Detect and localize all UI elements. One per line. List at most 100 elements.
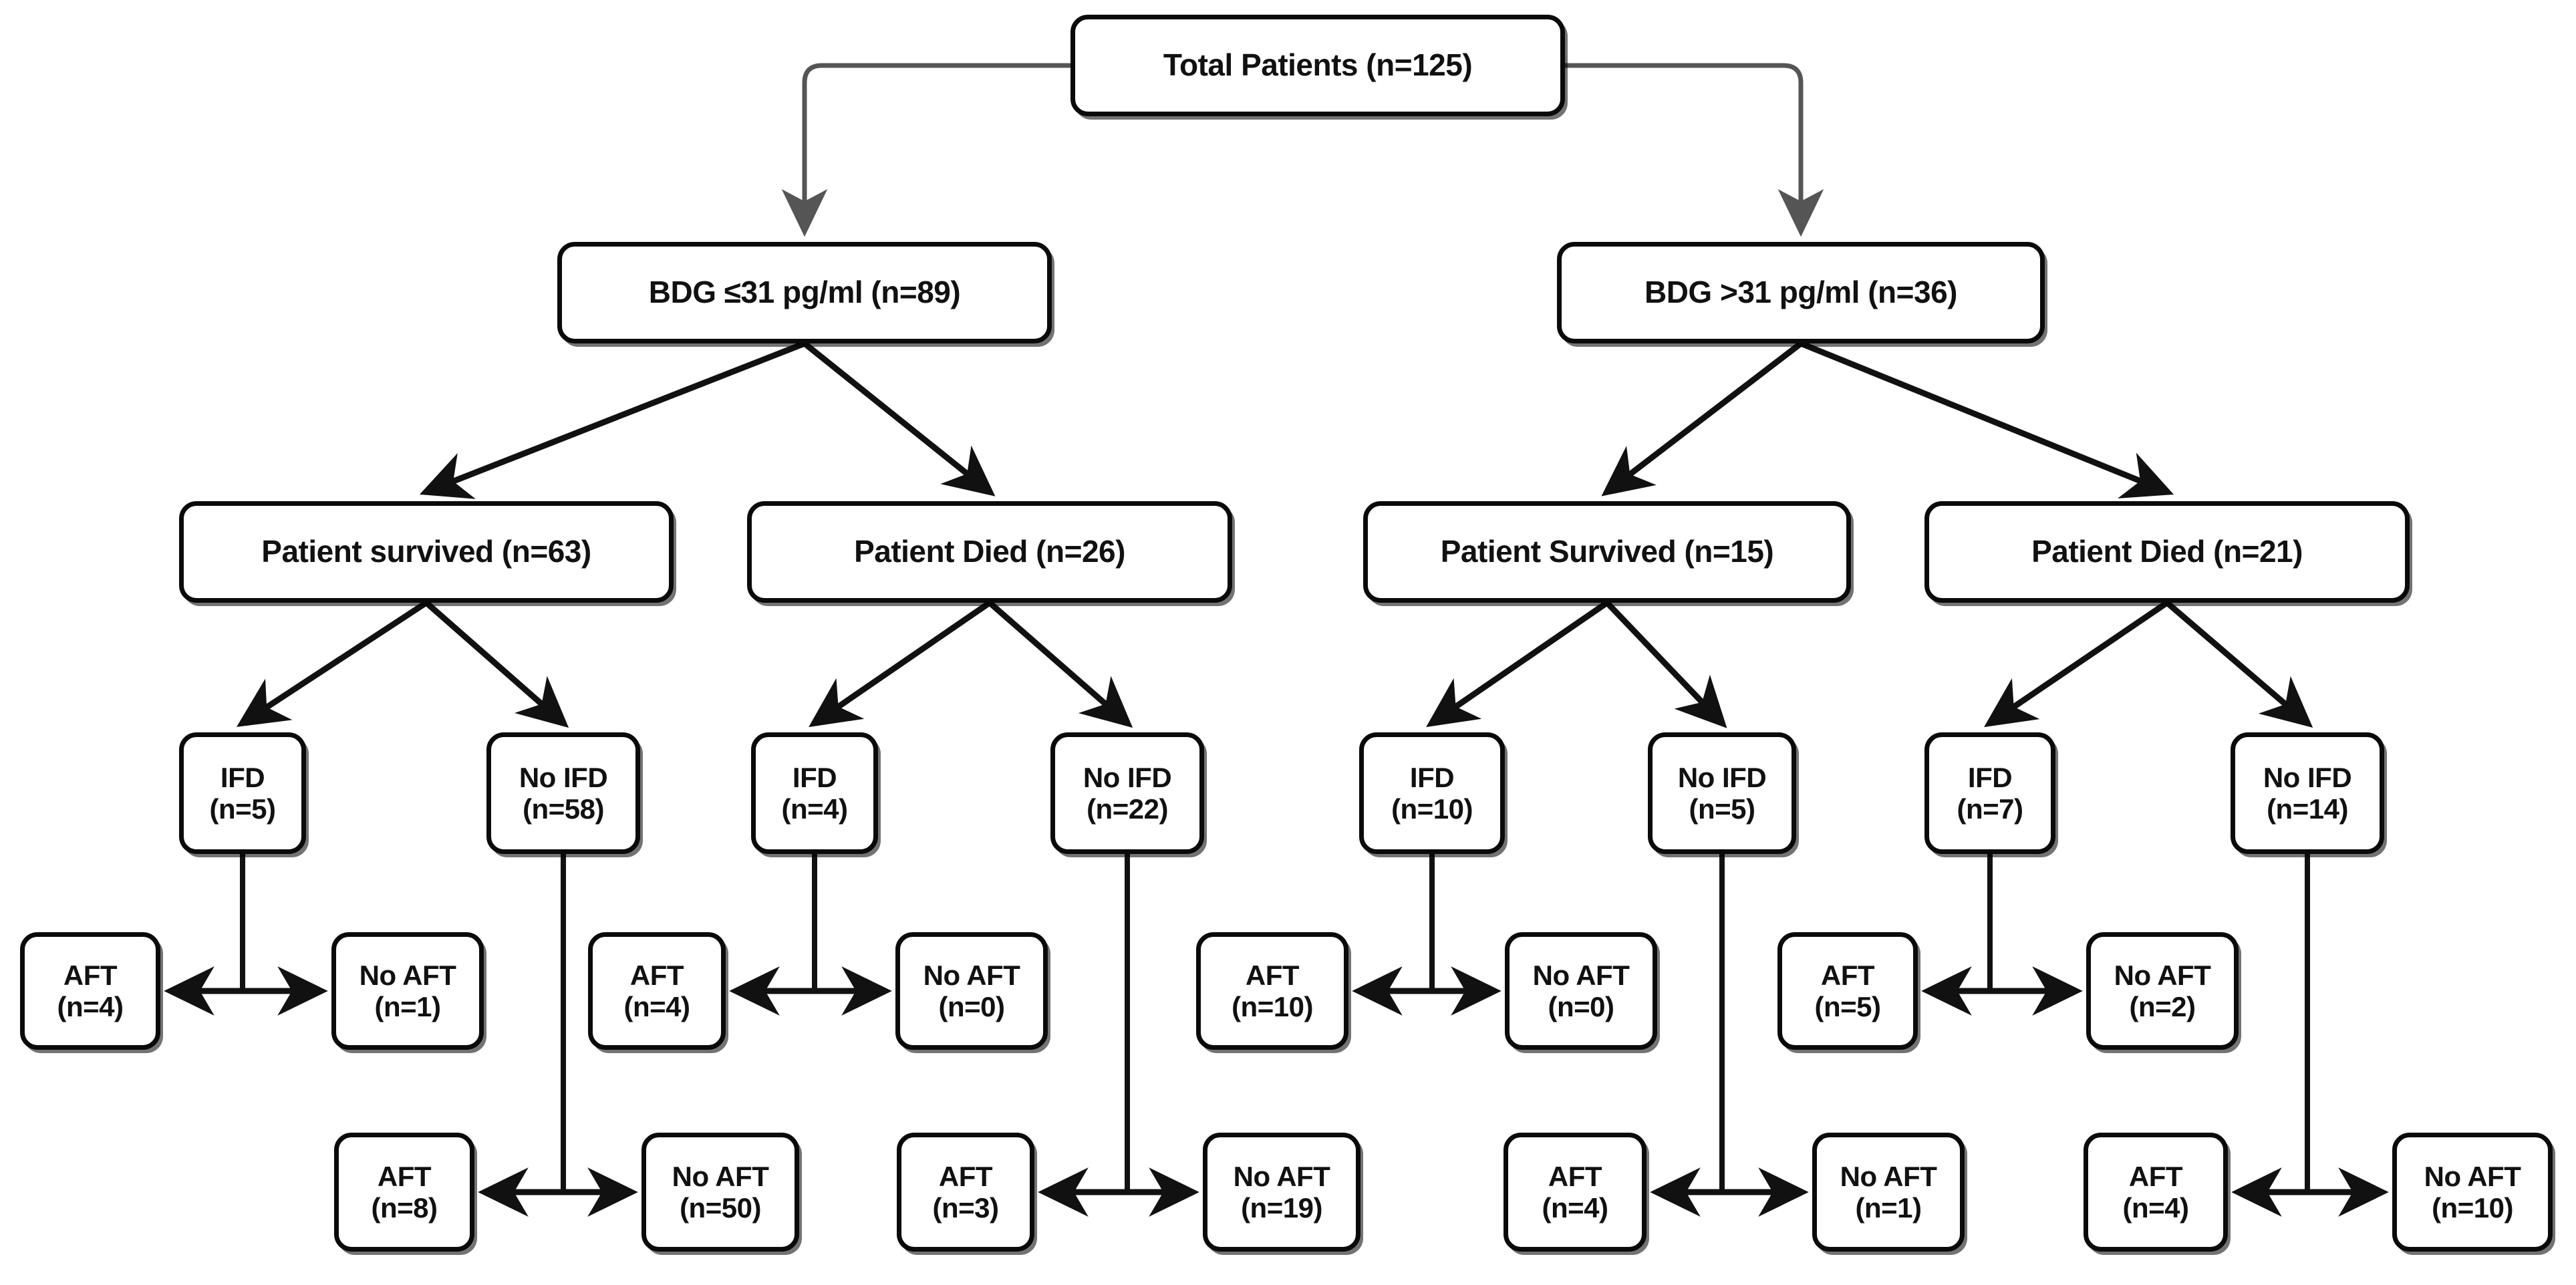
connector-high-died-to-hd-noifd: [2165, 600, 2313, 728]
node-ls-ifd-noaft[interactable]: No AFT(n=1): [331, 932, 484, 1050]
node-count: (n=4): [57, 991, 124, 1022]
node-ld-noifd-aft[interactable]: AFT(n=3): [897, 1133, 1034, 1252]
node-ld-ifd-noaft[interactable]: No AFT(n=0): [895, 932, 1048, 1050]
node-label: No AFT: [1233, 1160, 1330, 1192]
node-low-died[interactable]: Patient Died (n=26): [747, 501, 1232, 603]
node-ls-ifd-aft[interactable]: AFT(n=4): [20, 932, 160, 1050]
node-count: (n=58): [523, 793, 604, 825]
node-label: IFD: [792, 761, 837, 793]
node-label: No AFT: [1840, 1160, 1937, 1192]
connector-total-to-bdg-low: [781, 63, 1070, 237]
connector-total-to-bdg-high: [1565, 63, 1824, 237]
node-count: (n=4): [623, 991, 690, 1022]
node-label: IFD: [1409, 761, 1455, 793]
node-count: (n=1): [374, 991, 441, 1022]
node-hs-ifd-aft[interactable]: AFT(n=10): [1196, 932, 1348, 1050]
node-label: AFT: [629, 959, 684, 991]
node-hd-ifd-noaft[interactable]: No AFT(n=2): [2086, 932, 2239, 1050]
node-count: (n=0): [938, 991, 1005, 1022]
node-label: AFT: [1548, 1160, 1602, 1192]
node-ls-noifd-noaft[interactable]: No AFT(n=50): [641, 1133, 799, 1252]
node-label: AFT: [1245, 959, 1300, 991]
node-count: (n=4): [781, 793, 848, 825]
node-label: No AFT: [2114, 959, 2211, 991]
node-hs-noifd-noaft[interactable]: No AFT(n=1): [1812, 1133, 1965, 1252]
node-label: No IFD: [519, 761, 608, 793]
node-label: No AFT: [672, 1160, 769, 1192]
connector-bdg-low-to-low-died: [803, 341, 996, 496]
node-count: (n=50): [680, 1192, 761, 1224]
node-label: AFT: [377, 1160, 432, 1192]
connector-bdg-low-to-low-survived: [419, 340, 806, 499]
connector-high-died-to-hd-ifd: [1984, 600, 2169, 728]
node-ld-ifd[interactable]: IFD(n=4): [751, 732, 878, 854]
node-label: No AFT: [1532, 959, 1630, 991]
node-count: (n=4): [2122, 1192, 2189, 1224]
node-count: (n=1): [1855, 1192, 1922, 1224]
node-label: No AFT: [923, 959, 1020, 991]
node-count: (n=10): [2432, 1192, 2513, 1224]
node-label: AFT: [2128, 1160, 2183, 1192]
node-hd-noifd-noaft[interactable]: No AFT(n=10): [2392, 1133, 2553, 1252]
connector-bdg-high-to-high-survived: [1601, 341, 1803, 496]
node-label: No IFD: [2263, 761, 2352, 793]
node-label: No IFD: [1083, 761, 1172, 793]
node-count: (n=2): [2129, 991, 2196, 1022]
node-ld-noifd[interactable]: No IFD(n=22): [1050, 732, 1204, 854]
node-ls-noifd[interactable]: No IFD(n=58): [486, 732, 640, 854]
node-label: IFD: [1967, 761, 2013, 793]
node-label: No AFT: [359, 959, 456, 991]
node-hs-ifd-noaft[interactable]: No AFT(n=0): [1505, 932, 1657, 1050]
node-hd-ifd-aft[interactable]: AFT(n=5): [1777, 932, 1918, 1050]
node-label: Patient survived (n=63): [261, 534, 591, 569]
node-hs-ifd[interactable]: IFD(n=10): [1359, 732, 1505, 854]
connector-low-died-to-ld-noifd: [988, 600, 1133, 728]
node-count: (n=22): [1087, 793, 1168, 825]
connector-low-died-to-ld-ifd: [809, 600, 992, 728]
node-low-survived[interactable]: Patient survived (n=63): [179, 501, 674, 603]
connector-low-survived-to-ls-ifd: [236, 600, 428, 727]
node-bdg-low[interactable]: BDG ≤31 pg/ml (n=89): [557, 242, 1052, 343]
node-label: Total Patients (n=125): [1163, 47, 1473, 83]
node-label: No AFT: [2424, 1160, 2521, 1192]
node-count: (n=19): [1241, 1192, 1322, 1224]
node-count: (n=5): [1689, 793, 1755, 825]
connector-high-survived-to-hs-ifd: [1426, 600, 1609, 728]
node-label: BDG >31 pg/ml (n=36): [1644, 275, 1958, 310]
node-label: AFT: [63, 959, 118, 991]
node-count: (n=14): [2267, 793, 2348, 825]
node-count: (n=0): [1548, 991, 1614, 1022]
node-ls-noifd-aft[interactable]: AFT(n=8): [334, 1133, 474, 1252]
node-hd-noifd[interactable]: No IFD(n=14): [2231, 732, 2384, 854]
node-count: (n=5): [209, 793, 276, 825]
node-label: No IFD: [1677, 761, 1767, 793]
node-total[interactable]: Total Patients (n=125): [1070, 15, 1565, 116]
node-label: AFT: [938, 1160, 993, 1192]
node-label: BDG ≤31 pg/ml (n=89): [648, 275, 961, 310]
node-count: (n=3): [932, 1192, 999, 1224]
node-label: AFT: [1820, 959, 1875, 991]
node-label: Patient Died (n=21): [2031, 534, 2303, 569]
node-label: Patient Survived (n=15): [1440, 534, 1774, 569]
node-hd-ifd[interactable]: IFD(n=7): [1924, 732, 2055, 854]
node-hs-noifd-aft[interactable]: AFT(n=4): [1504, 1133, 1647, 1252]
node-count: (n=7): [1957, 793, 2023, 825]
node-hs-noifd[interactable]: No IFD(n=5): [1648, 732, 1796, 854]
node-count: (n=8): [371, 1192, 438, 1224]
node-label: IFD: [220, 761, 265, 793]
node-bdg-high[interactable]: BDG >31 pg/ml (n=36): [1557, 242, 2045, 343]
node-count: (n=10): [1232, 991, 1313, 1022]
node-label: Patient Died (n=26): [854, 534, 1125, 569]
node-count: (n=4): [1542, 1192, 1608, 1224]
connector-high-survived-to-hs-noifd: [1604, 600, 1727, 728]
node-hd-noifd-aft[interactable]: AFT(n=4): [2084, 1133, 2228, 1252]
connector-bdg-high-to-high-died: [1800, 340, 2174, 498]
node-high-died[interactable]: Patient Died (n=21): [1924, 501, 2410, 603]
node-high-survived[interactable]: Patient Survived (n=15): [1363, 501, 1851, 603]
node-ld-ifd-aft[interactable]: AFT(n=4): [588, 932, 726, 1050]
node-count: (n=5): [1814, 991, 1881, 1022]
node-ld-noifd-noaft[interactable]: No AFT(n=19): [1203, 1133, 1361, 1252]
node-ls-ifd[interactable]: IFD(n=5): [179, 732, 306, 854]
